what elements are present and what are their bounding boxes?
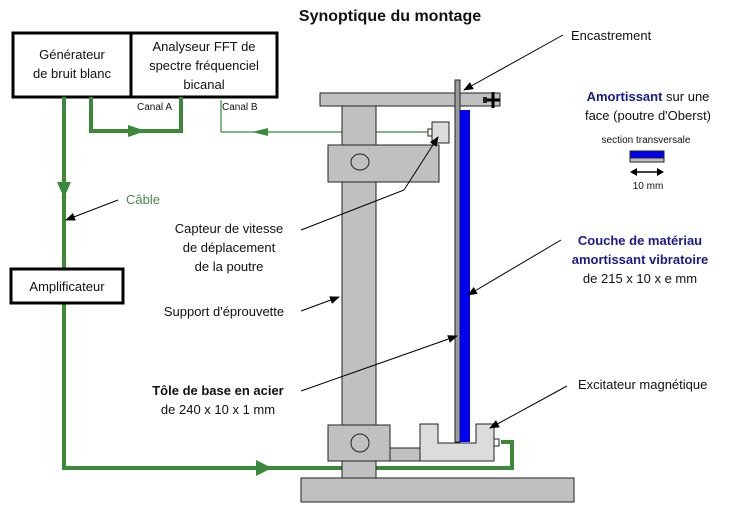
- magnetic-exciter: [419, 423, 495, 462]
- cable-label: Câble: [126, 192, 160, 207]
- pointer-arrow: [489, 385, 568, 429]
- pointer-arrow: [463, 34, 564, 91]
- legend-title-bold: Amortissant: [587, 89, 664, 104]
- pointer-arrow: [300, 136, 439, 231]
- fixing-bolt-icon: [487, 92, 500, 108]
- generator-label-2: de bruit blanc: [33, 66, 112, 81]
- pointer-arrow: [65, 199, 119, 221]
- layer-dims: de 215 x 10 x e mm: [583, 271, 697, 286]
- instrument-box: [11, 31, 279, 99]
- legend-title-rest: sur une: [662, 89, 709, 104]
- base-plate-label: Tôle de base en acier: [152, 383, 284, 398]
- base-clamp: [327, 424, 391, 462]
- support-label: Support d'éprouvette: [164, 304, 284, 319]
- sensor-label-3: de la poutre: [195, 259, 264, 274]
- cable-arrow: [256, 460, 272, 476]
- exciter-arm: [389, 447, 421, 462]
- diagram-title: Synoptique du montage: [299, 8, 481, 25]
- sensor-connector: [427, 128, 433, 137]
- legend-line2: face (poutre d'Oberst): [585, 108, 711, 123]
- pointer-arrow: [300, 296, 340, 312]
- section-damping-layer: [629, 150, 665, 159]
- amplifier-box: [9, 267, 125, 305]
- cable-amp-to-exciter: [62, 303, 514, 470]
- velocity-sensor: [431, 121, 450, 144]
- base-plate-stand: [300, 477, 575, 503]
- pointer-arrow: [300, 335, 458, 392]
- cable-arrow: [252, 128, 268, 136]
- damping-layer: [460, 110, 470, 442]
- channel-b-label: Canal B: [222, 102, 258, 113]
- amplifier-label: Amplificateur: [29, 279, 105, 294]
- steel-beam: [454, 79, 461, 443]
- scale-label: 10 mm: [633, 181, 664, 192]
- sensor-label-1: Capteur de vitesse: [175, 221, 283, 236]
- layer-label-2: amortissant vibratoire: [572, 252, 709, 267]
- analyzer-label-1: Analyseur FFT de: [152, 39, 255, 54]
- base-plate-dims: de 240 x 10 x 1 mm: [161, 402, 275, 417]
- generator-label-1: Générateur: [39, 47, 105, 62]
- legend-title: Amortissant sur une: [587, 89, 710, 104]
- cable-arrow: [57, 182, 71, 198]
- legend-section-label: section transversale: [602, 135, 691, 146]
- clamp-screw: [350, 433, 370, 453]
- sensor-label-2: de déplacement: [183, 240, 276, 255]
- analyzer-label-2: spectre fréquenciel: [149, 58, 259, 73]
- exciter-label: Excitateur magnétique: [578, 377, 707, 392]
- sensor-clamp: [327, 144, 440, 183]
- clamp-bolt: [483, 97, 487, 103]
- clamp-screw: [350, 153, 370, 171]
- layer-label-1: Couche de matériau: [578, 233, 702, 248]
- pointer-arrow: [467, 239, 562, 296]
- section-steel-layer: [629, 157, 665, 163]
- encastrement-label: Encastrement: [571, 28, 652, 43]
- cables: [62, 97, 514, 470]
- analyzer-label-3: bicanal: [183, 77, 224, 92]
- top-arm: [319, 92, 501, 107]
- channel-a-label: Canal A: [137, 102, 172, 113]
- exciter-connector: [493, 438, 500, 447]
- cable-arrow: [128, 125, 146, 137]
